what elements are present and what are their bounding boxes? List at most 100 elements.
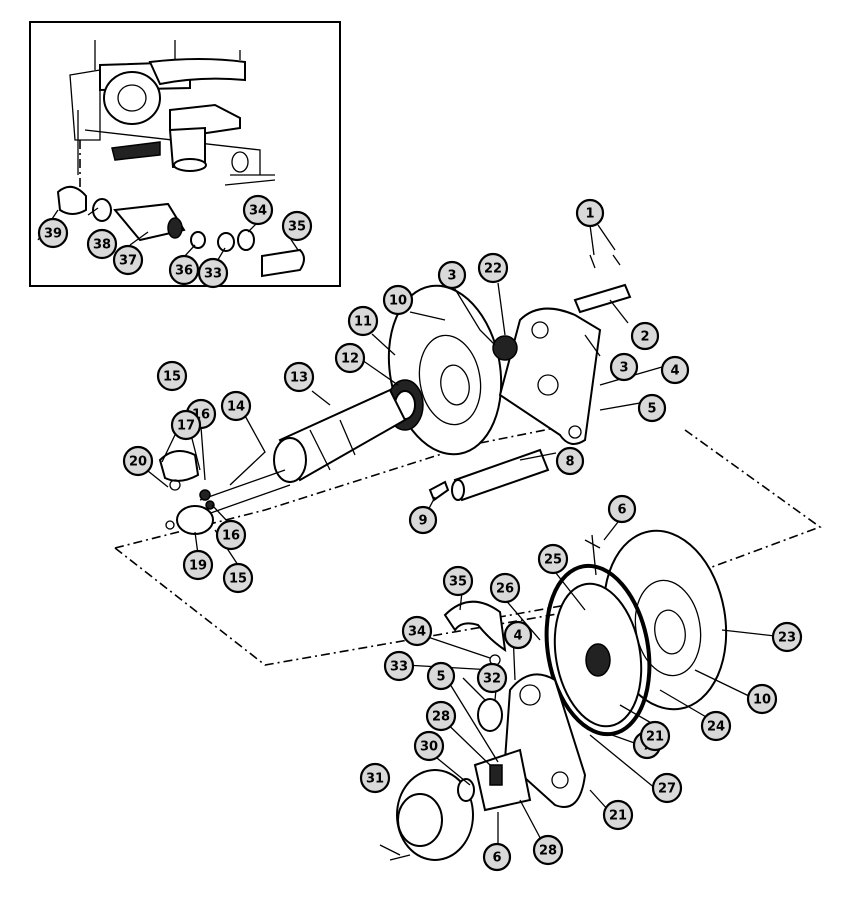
- callout-25: 25: [537, 543, 569, 575]
- callout-21: 21: [639, 720, 671, 752]
- callout-number: 23: [778, 631, 796, 646]
- callout-2: 2: [630, 321, 660, 351]
- callout-balloon: [651, 772, 683, 804]
- callout-17: 17: [170, 409, 202, 441]
- callout-number: 5: [647, 402, 656, 417]
- callout-number: 6: [617, 503, 626, 518]
- callout-number: 34: [408, 625, 426, 640]
- callout-balloon: [242, 194, 274, 226]
- callout-balloon: [630, 321, 660, 351]
- callout-35: 35: [281, 210, 313, 242]
- callout-number: 15: [163, 370, 181, 385]
- callout-24: 24: [700, 710, 732, 742]
- callout-number: 38: [93, 238, 111, 253]
- callout-balloon: [437, 260, 467, 290]
- callout-26: 26: [489, 572, 521, 604]
- callout-balloon: [532, 834, 564, 866]
- callout-5: 5: [637, 393, 667, 423]
- callout-balloon: [700, 710, 732, 742]
- callout-number: 28: [432, 710, 450, 725]
- callout-number: 15: [229, 572, 247, 587]
- callout-number: 26: [496, 582, 514, 597]
- callout-balloon: [86, 228, 118, 260]
- inset-panel: [29, 21, 341, 287]
- callout-number: 22: [484, 262, 502, 277]
- callout-balloon: [359, 762, 391, 794]
- callout-balloon: [222, 562, 254, 594]
- callout-balloon: [197, 257, 229, 289]
- callout-number: 10: [389, 294, 407, 309]
- callout-number: 9: [418, 514, 427, 529]
- callout-number: 5: [436, 670, 445, 685]
- callout-10: 10: [746, 683, 778, 715]
- callout-balloon: [442, 565, 474, 597]
- callout-number: 39: [44, 227, 62, 242]
- callout-28: 28: [532, 834, 564, 866]
- callout-balloon: [215, 519, 247, 551]
- callout-number: 33: [204, 267, 222, 282]
- callout-number: 34: [249, 204, 267, 219]
- callout-balloon: [283, 361, 315, 393]
- callout-balloon: [476, 662, 508, 694]
- callout-balloon: [425, 700, 457, 732]
- callout-4: 4: [660, 355, 690, 385]
- callout-balloon: [334, 342, 366, 374]
- callout-16: 16: [215, 519, 247, 551]
- callout-balloon: [413, 730, 445, 762]
- callout-1: 1: [575, 198, 605, 228]
- callout-number: 10: [753, 693, 771, 708]
- callout-number: 1: [585, 207, 594, 222]
- callout-34: 34: [242, 194, 274, 226]
- callout-number: 17: [177, 419, 195, 434]
- callout-number: 8: [565, 455, 574, 470]
- callout-balloon: [408, 505, 438, 535]
- callout-balloon: [122, 445, 154, 477]
- callout-11: 11: [347, 305, 379, 337]
- callout-balloon: [383, 650, 415, 682]
- callout-number: 35: [288, 220, 306, 235]
- callout-31: 31: [359, 762, 391, 794]
- callout-15: 15: [222, 562, 254, 594]
- callout-balloon: [575, 198, 605, 228]
- callout-balloon: [401, 615, 433, 647]
- callout-balloon: [660, 355, 690, 385]
- callout-21: 21: [602, 799, 634, 831]
- callout-8: 8: [555, 446, 585, 476]
- callout-number: 21: [609, 809, 627, 824]
- callout-19: 19: [182, 549, 214, 581]
- callout-number: 4: [670, 364, 679, 379]
- callout-23: 23: [771, 621, 803, 653]
- callout-balloon: [156, 360, 188, 392]
- callout-balloon: [482, 842, 512, 872]
- callout-number: 30: [420, 740, 438, 755]
- callout-number: 20: [129, 455, 147, 470]
- callout-number: 12: [341, 352, 359, 367]
- callout-balloon: [607, 494, 637, 524]
- callout-27: 27: [651, 772, 683, 804]
- callout-number: 31: [366, 772, 384, 787]
- callout-balloon: [637, 393, 667, 423]
- callout-number: 3: [447, 269, 456, 284]
- callout-number: 3: [619, 361, 628, 376]
- callout-balloon: [602, 799, 634, 831]
- callout-number: 19: [189, 559, 207, 574]
- callout-6: 6: [482, 842, 512, 872]
- callout-12: 12: [334, 342, 366, 374]
- callout-layer: 1233445566789101011121314151516161719202…: [37, 194, 803, 872]
- callout-number: 27: [658, 782, 676, 797]
- callout-32: 32: [476, 662, 508, 694]
- callout-20: 20: [122, 445, 154, 477]
- callout-35: 35: [442, 565, 474, 597]
- callout-38: 38: [86, 228, 118, 260]
- callout-balloon: [503, 620, 533, 650]
- callout-balloon: [639, 720, 671, 752]
- callout-3: 3: [437, 260, 467, 290]
- callout-10: 10: [382, 284, 414, 316]
- callout-5: 5: [426, 661, 456, 691]
- callout-number: 25: [544, 553, 562, 568]
- callout-9: 9: [408, 505, 438, 535]
- callout-number: 4: [513, 629, 522, 644]
- callout-number: 11: [354, 315, 372, 330]
- callout-39: 39: [37, 217, 69, 249]
